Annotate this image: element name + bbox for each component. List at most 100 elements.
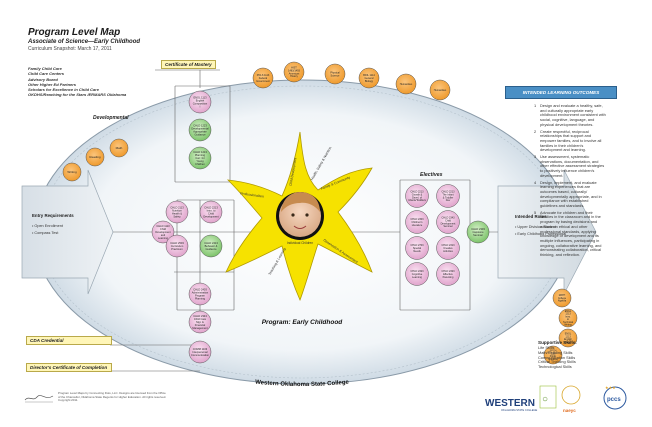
program-label: Program: Early Childhood [262, 319, 344, 326]
course-speech-circle [543, 345, 563, 365]
developmental-course-label: Reading [89, 155, 101, 159]
star-point-label: Professionalism [240, 191, 264, 198]
seal-logo [561, 385, 581, 405]
certificate-mastery-box: Certificate of Mastery [161, 60, 216, 69]
skill-item: Technological Skills [538, 364, 572, 370]
developmental-course: Writing [62, 162, 82, 182]
gen-ed-course-circle [324, 63, 346, 85]
elective-course-circle [436, 184, 460, 208]
director-certificate-box: Director's Certificate of Completion [26, 363, 112, 372]
elective-course-circle [405, 210, 429, 234]
copyright-note: Program Level Maps by Connecting Dots, L… [58, 391, 167, 402]
child-face [279, 195, 321, 237]
pccs-logo-circle [603, 386, 627, 410]
course-intro-prof-circle [199, 200, 223, 224]
gen-ed-course: Humanities [429, 79, 451, 101]
partner-item: OKDHS/Reaching for the Stars /ERMARS Okl… [28, 92, 127, 98]
naeyc-logo: naeyc [563, 408, 576, 413]
gen-ed-course-circle [252, 67, 274, 89]
elective-course-circle [405, 184, 429, 208]
pccs-stars: ★★★ [605, 385, 616, 390]
elective-course-circle [436, 210, 460, 234]
course-curriculum-circle [165, 234, 189, 258]
course-admin-circle [188, 282, 212, 306]
intended-title: Intended Roles [515, 214, 547, 219]
child-mouth [293, 225, 307, 229]
ilo-header: INTENDED LEARNING OUTCOMES [505, 86, 617, 99]
developmental-course-circle [109, 138, 129, 158]
intended-item-1: • Upper Division Student [515, 225, 557, 229]
skills-title: Supportive Skills: [538, 340, 577, 345]
course-intro-circle [151, 220, 175, 244]
course-engl-comp-circle [558, 328, 578, 348]
course-admin-mgmt-circle [188, 310, 212, 334]
entry-arrow [21, 169, 114, 295]
electives-label: Electives [420, 172, 443, 178]
wosc-logo-block [539, 385, 557, 409]
entry-item-2: • Compass Test [32, 231, 59, 235]
elective-course-circle [405, 236, 429, 260]
course-comm-circle [188, 340, 212, 364]
course-capstone-circle [466, 220, 490, 244]
partner-item: Child Care Centers [28, 71, 65, 77]
page-title: Program Level Map [28, 27, 121, 38]
developmental-course-label: Writing [67, 170, 77, 174]
developmental-course-circle [62, 162, 82, 182]
pccs-logo-text: pccs [607, 397, 621, 403]
entry-title: Entry Requirements [32, 213, 74, 218]
entry-item-1: • Open Enrollment [32, 224, 64, 228]
gen-ed-course: Humanities [395, 73, 417, 95]
course-guidance-circle [188, 118, 212, 142]
course-english-circle [188, 90, 212, 114]
partner-item: Family Child Care [28, 66, 62, 71]
child-eye-left [291, 213, 295, 217]
western-logo-subtext: OKLAHOMA STATE COLLEGE [501, 408, 537, 412]
star-point-label: Child Development [289, 157, 298, 186]
elective-course-circle [405, 262, 429, 286]
page-subtitle: Associate of Science—Early Childhood [28, 39, 141, 45]
partner-item: Scholars for Excellence in Child Care [28, 87, 99, 93]
elective-course-circle [436, 262, 460, 286]
star-center-label: Individual Children [287, 241, 313, 245]
partner-item: Other Higher Ed Partners [28, 81, 77, 87]
cda-credential-box: CDA Credential [26, 336, 112, 345]
